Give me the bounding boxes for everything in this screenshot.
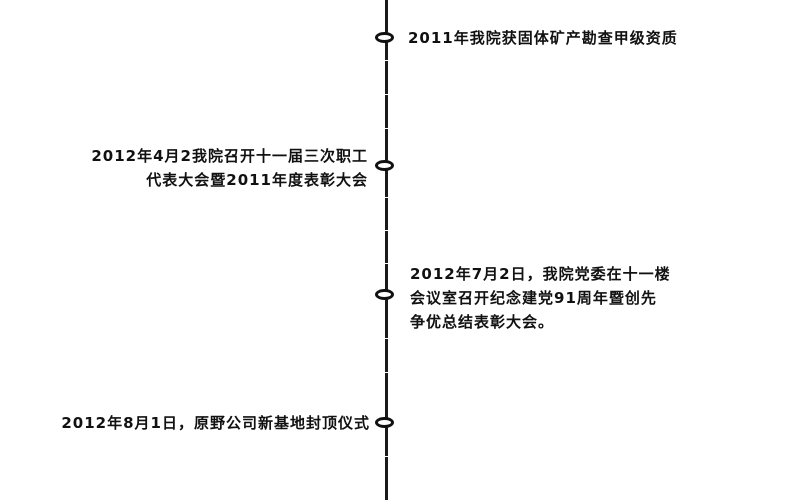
event-2012-04-congress: 2012年4月2我院召开十一届三次职工 代表大会暨2011年度表彰大会 [91, 144, 368, 192]
event-text-line: 争优总结表彰大会。 [410, 313, 555, 331]
axis-tick [378, 60, 395, 61]
event-2012-07-party: 2012年7月2日，我院党委在十一楼 会议室召开纪念建党91周年暨创先 争优总结… [410, 262, 671, 334]
event-2011-qualification: 2011年我院获固体矿产勘查甲级资质 [408, 26, 678, 50]
timeline-axis [385, 0, 388, 500]
timeline-node-icon [375, 289, 394, 300]
timeline-node-icon [375, 417, 394, 428]
axis-tick [378, 338, 395, 339]
axis-tick [378, 372, 395, 373]
axis-tick [378, 456, 395, 457]
timeline-node-icon [375, 32, 394, 43]
event-text-line: 2012年7月2日，我院党委在十一楼 [410, 265, 671, 283]
axis-tick [378, 128, 395, 129]
event-text: 2012年8月1日，原野公司新基地封顶仪式 [61, 414, 370, 432]
axis-tick [378, 230, 395, 231]
event-text-line: 会议室召开纪念建党91周年暨创先 [410, 289, 657, 307]
axis-tick [378, 197, 395, 198]
timeline-node-icon [375, 160, 394, 171]
axis-tick [378, 94, 395, 95]
event-text-line: 2012年4月2我院召开十一届三次职工 [91, 147, 368, 165]
event-text: 2011年我院获固体矿产勘查甲级资质 [408, 29, 678, 47]
event-2012-08-base: 2012年8月1日，原野公司新基地封顶仪式 [61, 411, 370, 435]
event-text-line: 代表大会暨2011年度表彰大会 [146, 171, 368, 189]
axis-tick [378, 263, 395, 264]
